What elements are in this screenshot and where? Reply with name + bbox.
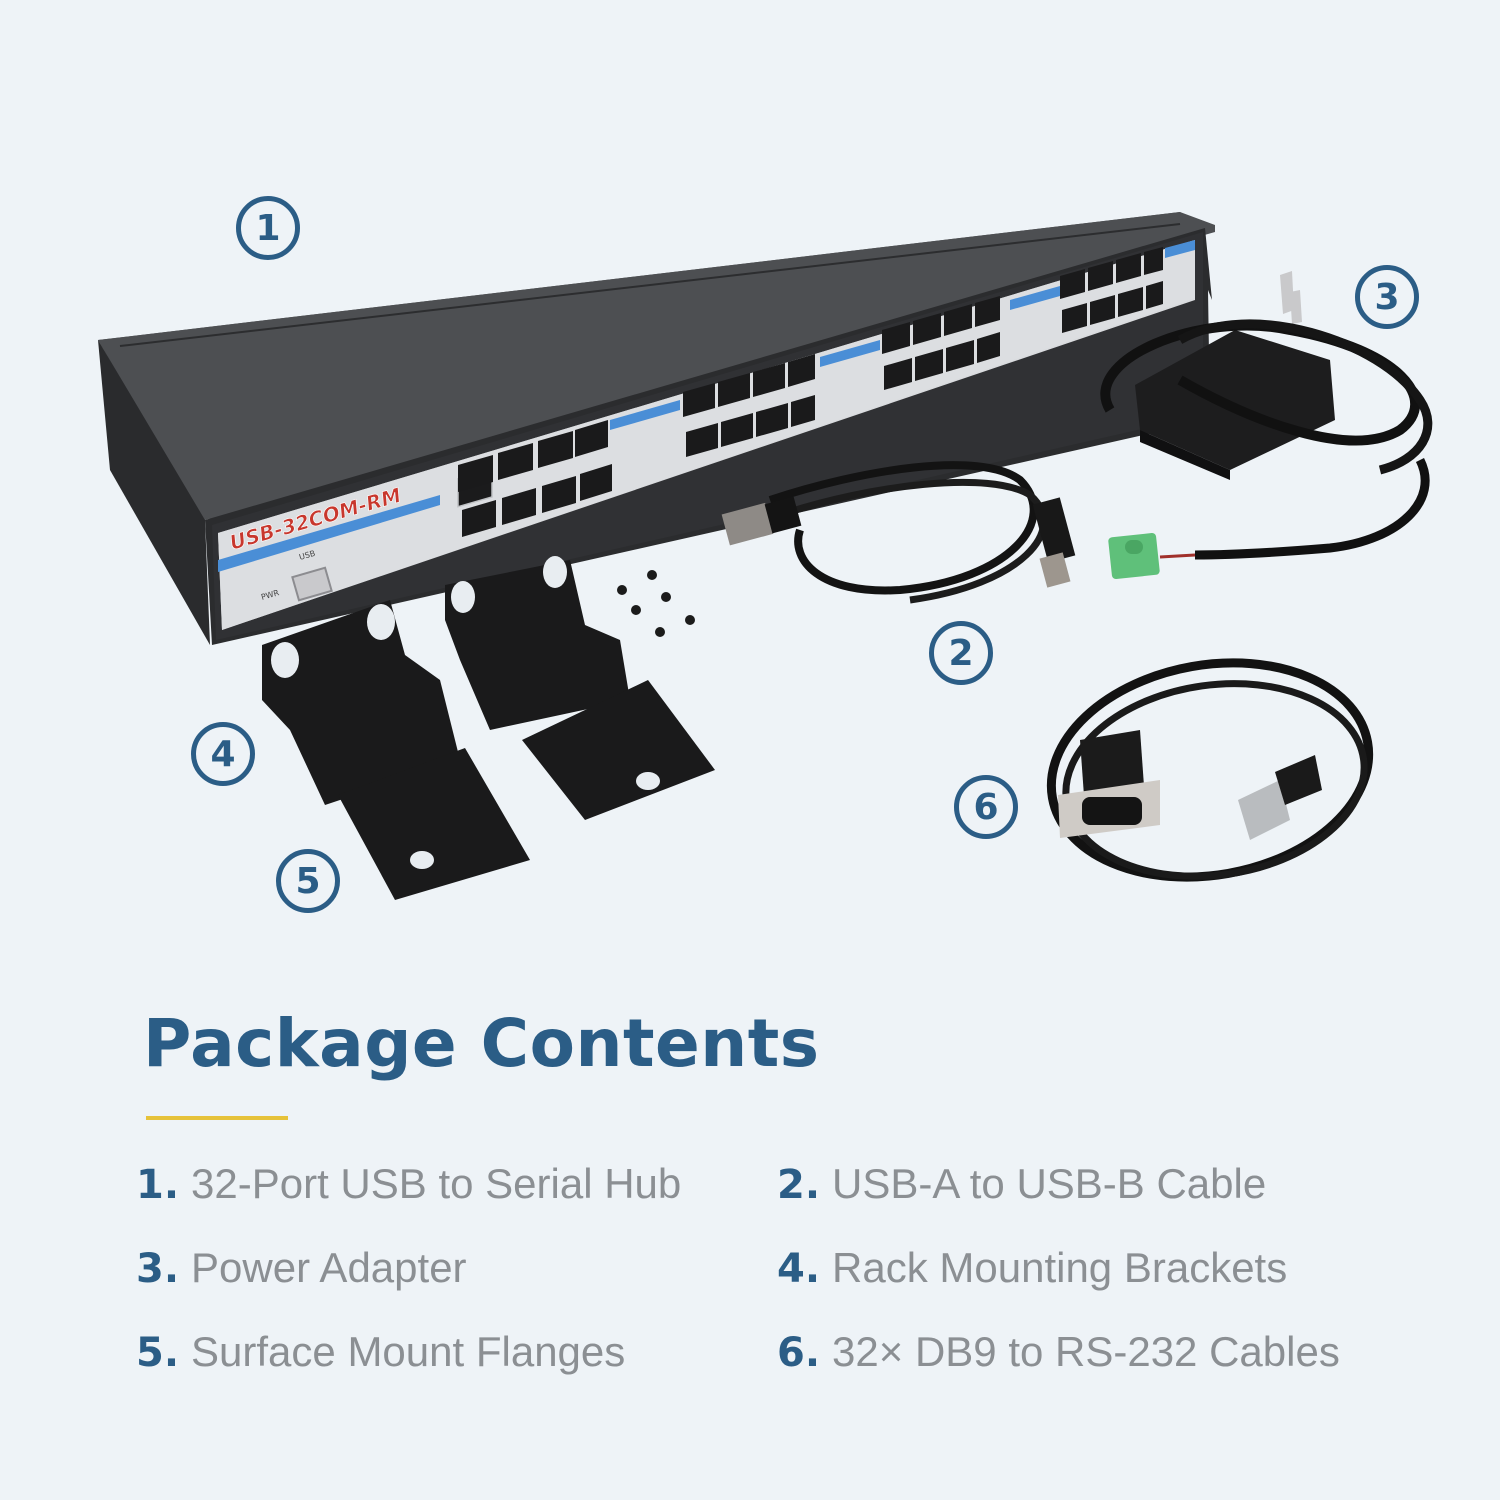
item-number: 5.: [136, 1330, 180, 1376]
power-adapter-illustration: [1100, 271, 1433, 579]
title-accent-divider: [146, 1116, 288, 1120]
serial-hub-illustration: USB-32COM-RM USB PWR: [98, 212, 1215, 645]
item-label: USB-A to USB-B Cable: [832, 1160, 1267, 1207]
product-photo: USB-32COM-RM USB PWR: [98, 196, 1433, 913]
screws-illustration: [617, 570, 695, 637]
callout-1: 1: [236, 196, 300, 260]
usb-cable-illustration: [721, 461, 1076, 604]
list-item: 1. 32-Port USB to Serial Hub: [136, 1160, 681, 1208]
item-label: 32× DB9 to RS-232 Cables: [832, 1328, 1340, 1375]
list-item: 3. Power Adapter: [136, 1244, 467, 1292]
callout-2: 2: [929, 621, 993, 685]
list-item: 4. Rack Mounting Brackets: [777, 1244, 1287, 1292]
db9-cable-illustration: [1046, 658, 1374, 882]
rack-bracket-illustration: [262, 556, 630, 805]
page-title: Package Contents: [143, 1005, 820, 1082]
list-item: 6. 32× DB9 to RS-232 Cables: [777, 1328, 1340, 1376]
item-number: 2.: [777, 1162, 821, 1208]
callout-4: 4: [191, 722, 255, 786]
callout-3: 3: [1355, 265, 1419, 329]
surface-flange-illustration: [338, 680, 715, 900]
list-item: 5. Surface Mount Flanges: [136, 1328, 625, 1376]
item-label: Rack Mounting Brackets: [832, 1244, 1288, 1291]
callout-6: 6: [954, 775, 1018, 839]
svg-text:USB: USB: [298, 549, 316, 562]
item-number: 3.: [136, 1246, 180, 1292]
item-number: 6.: [777, 1330, 821, 1376]
item-label: Power Adapter: [191, 1244, 467, 1291]
list-item: 2. USB-A to USB-B Cable: [777, 1160, 1266, 1208]
callout-5: 5: [276, 849, 340, 913]
item-label: 32-Port USB to Serial Hub: [191, 1160, 682, 1207]
item-number: 1.: [136, 1162, 180, 1208]
item-number: 4.: [777, 1246, 821, 1292]
item-label: Surface Mount Flanges: [191, 1328, 626, 1375]
product-illustration: USB-32COM-RM USB PWR: [98, 212, 1433, 900]
